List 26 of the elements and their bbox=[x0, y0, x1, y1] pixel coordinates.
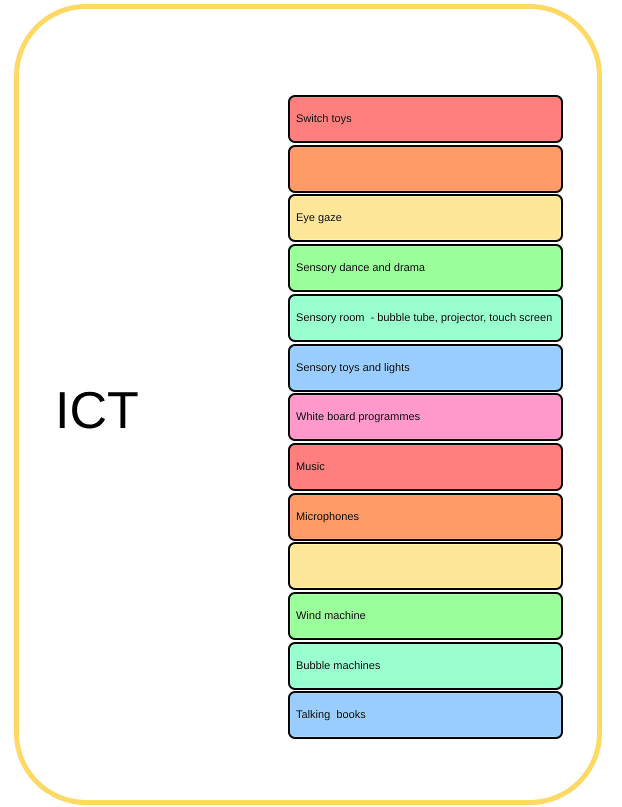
item-box bbox=[288, 194, 563, 242]
item-box bbox=[288, 542, 563, 590]
item-box bbox=[288, 592, 563, 640]
item-box bbox=[288, 442, 563, 491]
item-box bbox=[288, 691, 563, 740]
item-box bbox=[288, 344, 563, 392]
item-label: Eye gaze bbox=[296, 212, 342, 224]
item-label: Switch toys bbox=[296, 113, 352, 125]
item-label: Sensory toys and lights bbox=[296, 362, 410, 374]
item-box bbox=[288, 294, 563, 342]
item-box bbox=[288, 244, 563, 292]
item-label: Sensory room - bubble tube, projector, touch screen bbox=[296, 312, 552, 324]
item-box bbox=[288, 95, 563, 143]
item-label: Bubble machines bbox=[296, 660, 380, 672]
item-label: Music bbox=[296, 460, 325, 473]
item-box bbox=[288, 393, 563, 442]
item-box bbox=[288, 492, 563, 541]
item-label: Wind machine bbox=[296, 610, 366, 622]
item-box bbox=[288, 144, 563, 193]
item-label: Microphones bbox=[296, 510, 359, 523]
item-box bbox=[288, 642, 563, 690]
item-label: White board programmes bbox=[296, 411, 420, 424]
group-frame bbox=[14, 4, 602, 805]
item-label: Talking books bbox=[296, 709, 366, 722]
group-title: ICT bbox=[55, 381, 139, 441]
item-label: Sensory dance and drama bbox=[296, 262, 426, 274]
